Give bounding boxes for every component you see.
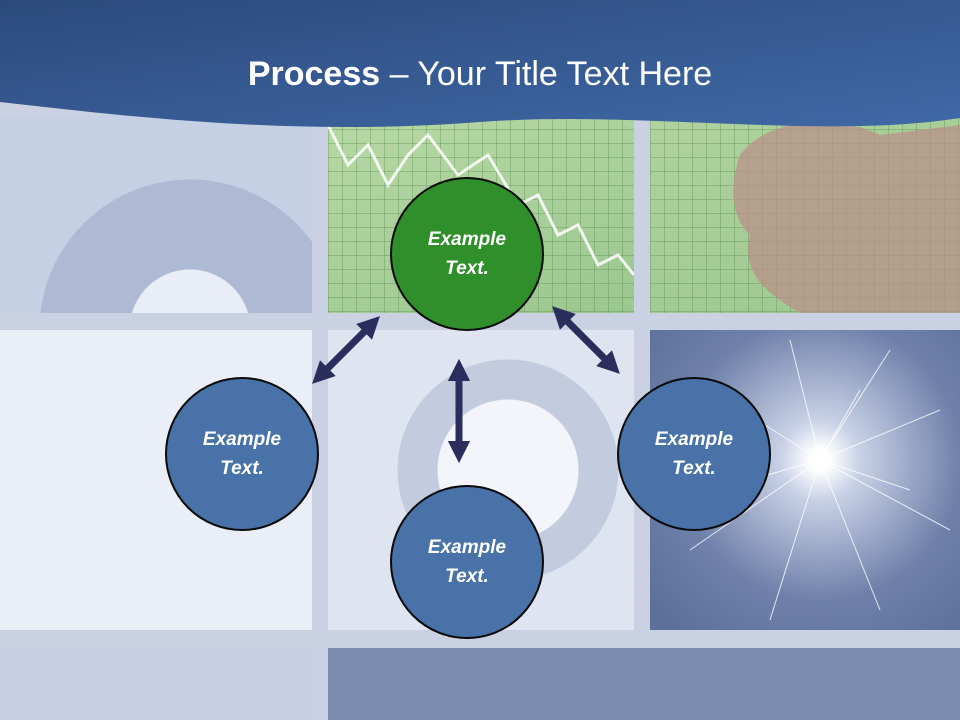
node-bottom-text: Example Text.: [427, 537, 507, 587]
title-bold: Process: [247, 55, 381, 93]
slide-title: Process – Your Title Text Here: [0, 52, 960, 96]
node-left: Example Text.: [165, 377, 319, 531]
node-right-text: Example Text.: [654, 429, 734, 479]
background-bar-graph-photo: [0, 648, 312, 720]
node-right: Example Text.: [617, 377, 771, 531]
title-rest: – Your Title Text Here: [380, 55, 713, 93]
node-bottom: Example Text.: [390, 485, 544, 639]
background-hand-photo: [650, 115, 960, 313]
node-top: Example Text.: [390, 177, 544, 331]
node-top-text: Example Text.: [427, 229, 507, 279]
node-left-text: Example Text.: [202, 429, 282, 479]
header-banner: [0, 0, 960, 128]
background-compass-photo: [0, 115, 312, 313]
background-keyboard-photo: [328, 648, 960, 720]
